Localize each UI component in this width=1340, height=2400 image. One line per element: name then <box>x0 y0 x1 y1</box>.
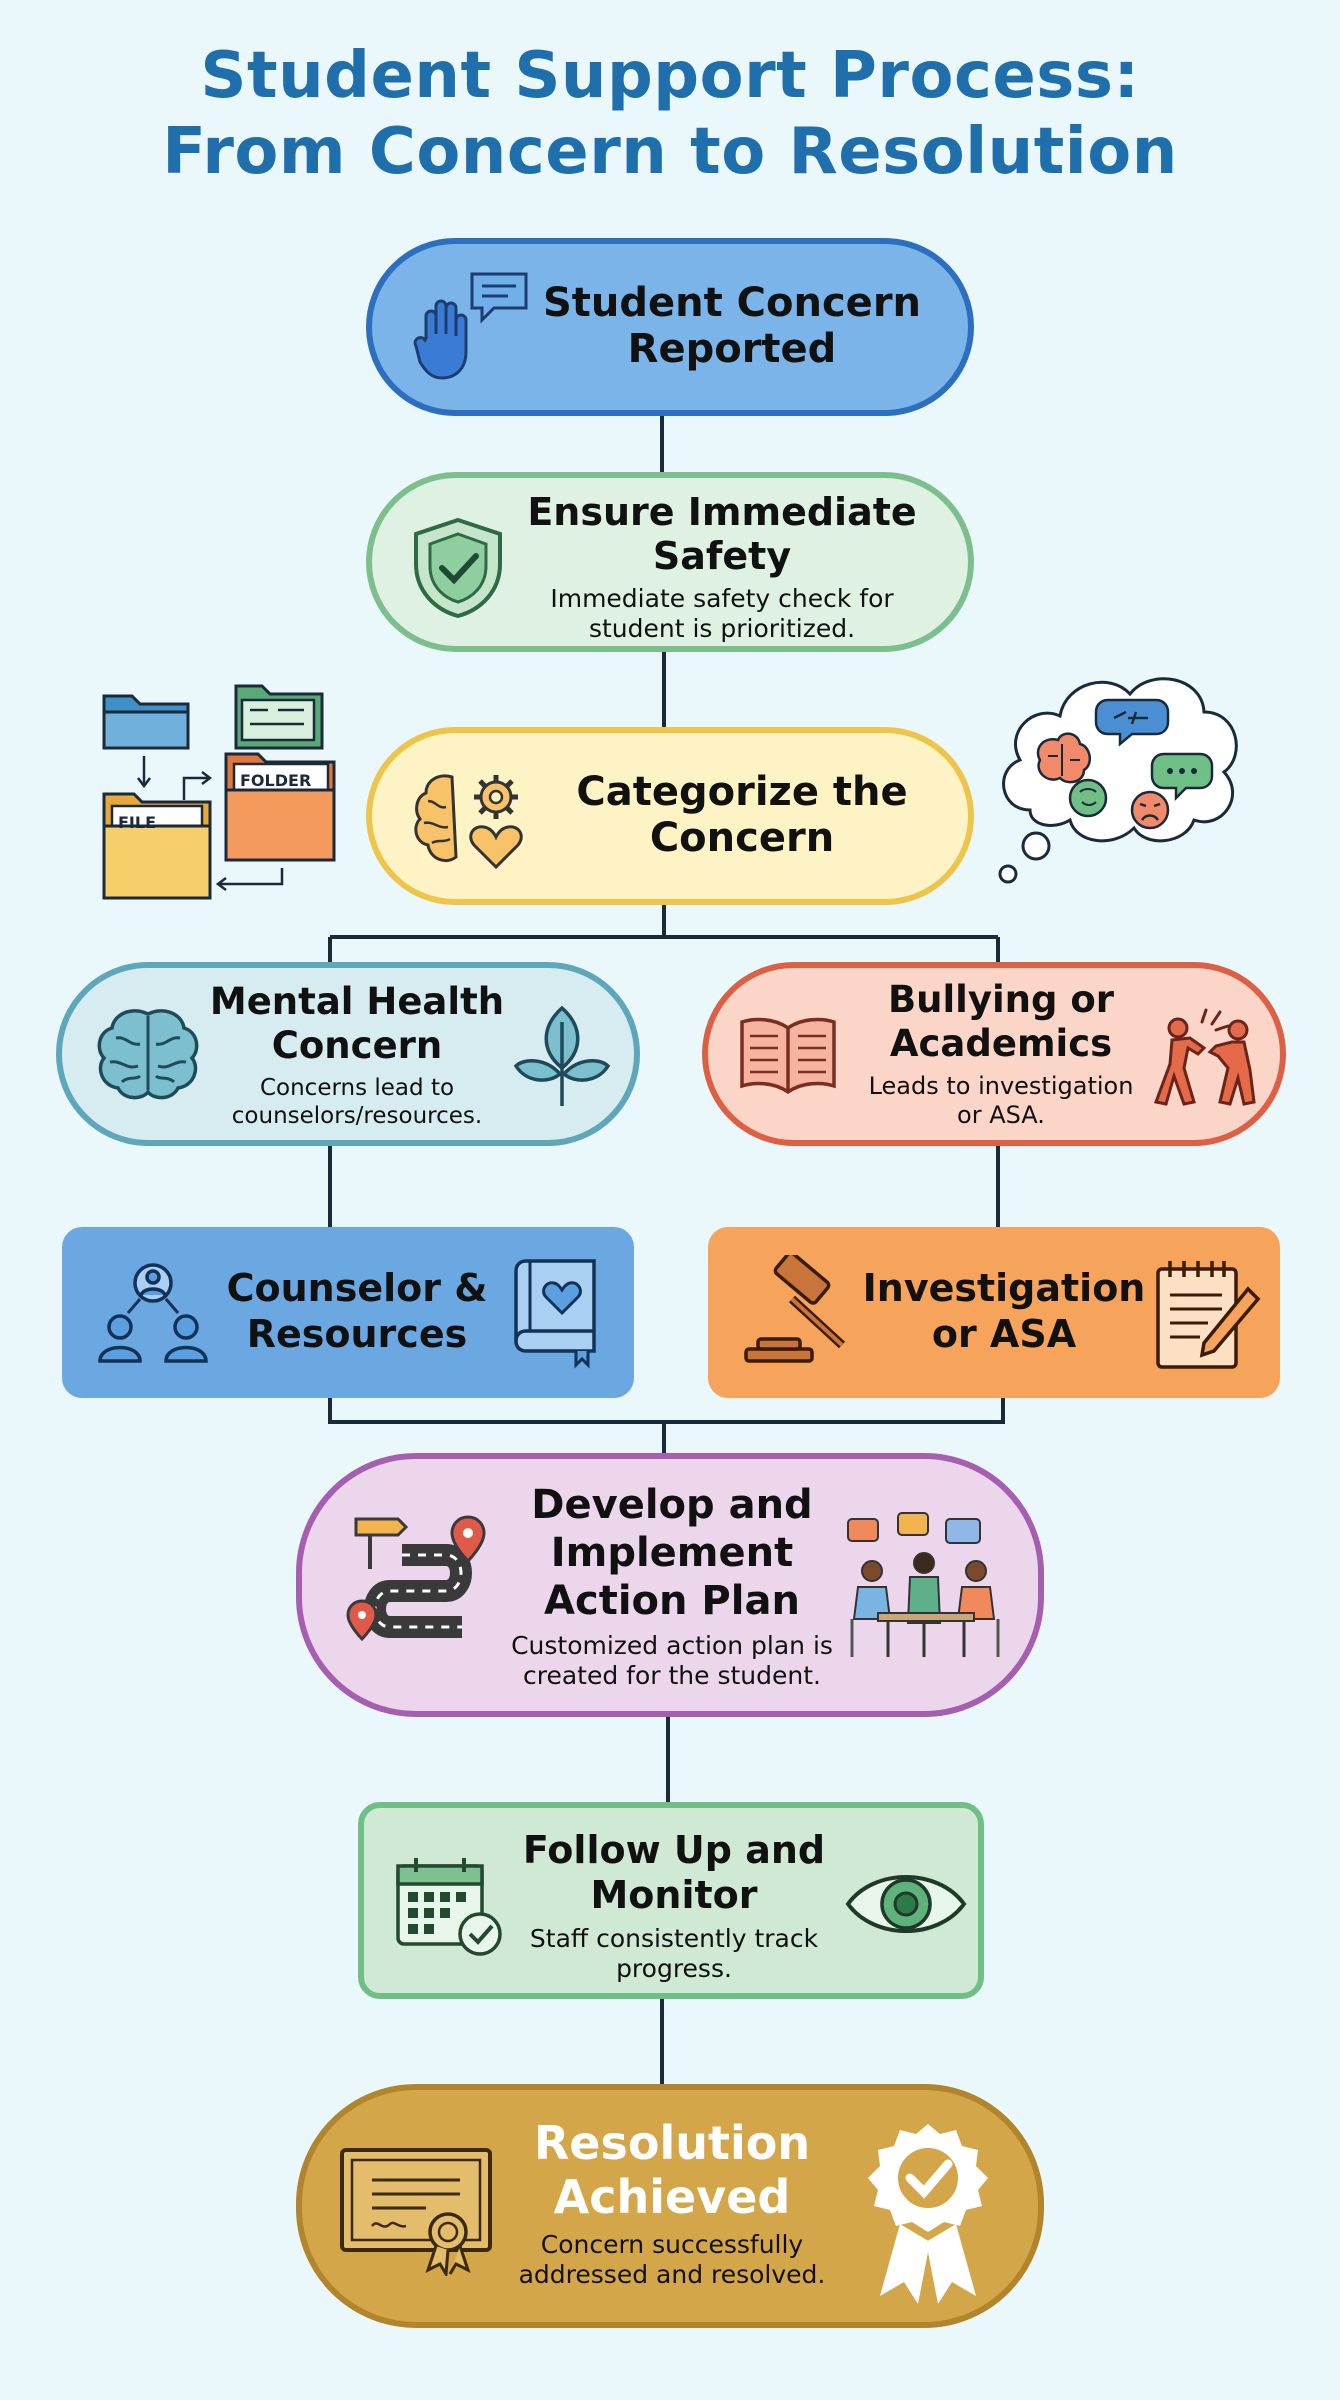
node-bullying-or-academics: Bullying or Academics Leads to investiga… <box>702 962 1286 1146</box>
connector-categorize-split <box>328 905 1000 964</box>
node-description: Immediate safety check for student is pr… <box>550 584 894 643</box>
node-categorize-concern: Categorize the Concern <box>366 727 974 905</box>
node-counselor-resources: Counselor & Resources <box>62 1227 634 1398</box>
thought-cloud-icon <box>998 677 1238 884</box>
node-investigation-or-asa: Investigation or ASA <box>708 1227 1280 1398</box>
node-title: Follow Up and Monitor <box>522 1828 826 1917</box>
speech-bubble-icon <box>470 272 528 324</box>
gavel-icon <box>744 1255 846 1363</box>
node-student-concern-reported: Student Concern Reported <box>366 238 974 416</box>
hand-icon <box>413 299 468 380</box>
open-book-icon <box>740 1017 836 1095</box>
page-title: Student Support Process: From Concern to… <box>0 38 1340 190</box>
connector-merge <box>328 1398 1005 1453</box>
folders-illustration: FILE FOLDER <box>102 684 336 900</box>
award-badge-icon <box>868 2124 988 2304</box>
node-title: Resolution Achieved <box>533 2116 811 2224</box>
brain-icon <box>1036 732 1092 784</box>
node-description: Leads to investigation or ASA. <box>868 1072 1134 1129</box>
node-title: Ensure Immediate Safety <box>527 490 917 578</box>
node-description: Concerns lead to counselors/resources. <box>231 1075 483 1129</box>
node-resolution-achieved: Resolution Achieved Concern successfully… <box>296 2084 1044 2328</box>
node-ensure-immediate-safety: Ensure Immediate Safety Immediate safety… <box>366 472 974 652</box>
brain-gear-heart-icon <box>414 774 523 870</box>
folder-icon <box>102 694 190 750</box>
node-title: Categorize the Concern <box>576 769 908 861</box>
node-title: Counselor & Resources <box>226 1266 488 1356</box>
node-title: Investigation or ASA <box>862 1266 1146 1356</box>
heart-book-icon <box>514 1259 596 1369</box>
notepad-pencil-icon <box>1156 1261 1261 1369</box>
node-title: Bullying or Academics <box>887 978 1115 1065</box>
node-follow-up-monitor: Follow Up and Monitor Staff consistently… <box>358 1802 984 1999</box>
calendar-check-icon <box>396 1858 502 1956</box>
node-title: Develop and Implement Action Plan <box>531 1482 813 1624</box>
brain-icon <box>97 1009 199 1100</box>
node-title: Student Concern Reported <box>542 280 922 372</box>
people-network-icon <box>98 1263 208 1363</box>
file-folder-icon: FILE <box>102 792 212 900</box>
node-mental-health-concern: Mental Health Concern Concerns lead to c… <box>56 962 640 1146</box>
node-description: Customized action plan is created for th… <box>511 1631 833 1690</box>
node-action-plan: Develop and Implement Action Plan Custom… <box>296 1453 1044 1717</box>
file-label: FILE <box>118 813 156 832</box>
road-map-icon <box>346 1515 486 1642</box>
leaf-icon <box>513 1005 611 1106</box>
speech-bubble-icon <box>1094 698 1170 747</box>
node-description: Concern successfully addressed and resol… <box>518 2230 826 2289</box>
node-description: Staff consistently track progress. <box>529 1924 819 1983</box>
conflict-people-icon <box>1154 1008 1256 1106</box>
title-line-2: From Concern to Resolution <box>162 115 1178 189</box>
team-meeting-icon <box>847 1512 1000 1657</box>
folder-label: FOLDER <box>240 771 311 790</box>
title-line-1: Student Support Process: <box>200 39 1140 113</box>
shield-check-icon <box>414 517 502 619</box>
eye-icon <box>845 1875 967 1933</box>
node-title: Mental Health Concern <box>209 980 505 1067</box>
certificate-icon <box>340 2148 492 2276</box>
angry-face-icon <box>1130 790 1170 830</box>
